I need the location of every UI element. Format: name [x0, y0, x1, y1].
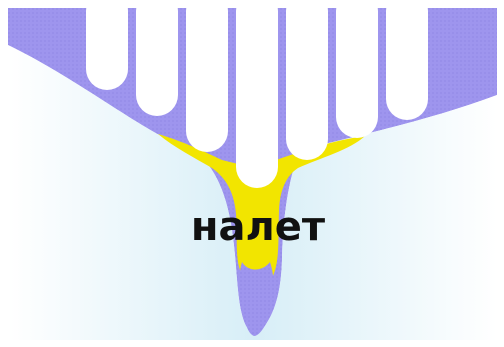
- bristle: [86, 0, 128, 90]
- bristle: [336, 0, 378, 138]
- bristle: [386, 0, 428, 120]
- plaque-label: налет: [191, 204, 326, 250]
- bristle: [136, 0, 178, 116]
- bristle: [286, 0, 328, 160]
- bristle: [236, 0, 278, 188]
- bristle: [186, 0, 228, 152]
